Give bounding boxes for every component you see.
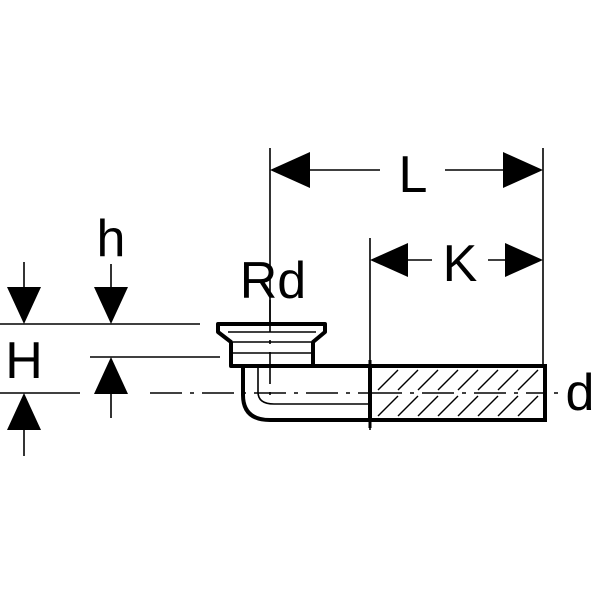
arrow-K-right [505,243,543,277]
arrow-H-down [7,287,41,324]
arrow-H-up [7,393,41,430]
arrow-L-left [270,152,310,188]
arrow-L-right [503,152,543,188]
arrow-h-up [94,357,128,394]
label-h: h [97,210,126,268]
label-d: d [566,364,595,422]
socket-fitting [216,322,327,368]
label-K: K [443,235,478,293]
label-Rd: Rd [240,252,306,310]
label-L: L [399,146,428,204]
arrow-h-down [94,287,128,324]
pipe-section-hatched [368,360,547,428]
label-H: H [5,332,43,390]
arrow-K-left [370,243,408,277]
